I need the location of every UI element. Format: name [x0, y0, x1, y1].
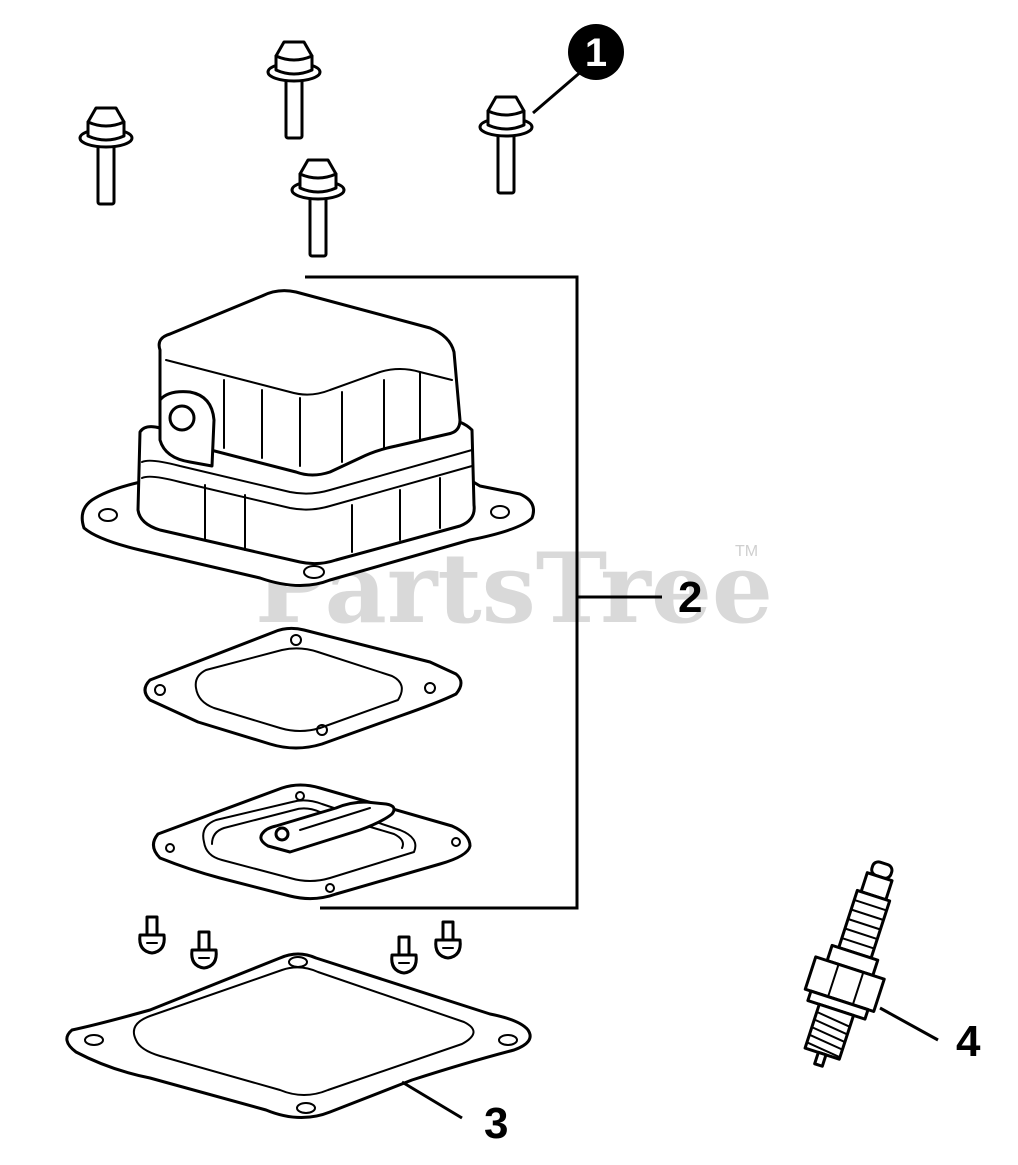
- breather-plate: [152, 783, 472, 901]
- flange-bolt: [290, 158, 346, 258]
- callout-3-leader: [401, 1080, 463, 1120]
- valve-cover: [80, 289, 535, 588]
- flange-bolt: [266, 40, 322, 140]
- flange-bolt: [78, 106, 134, 206]
- callout-3-label: 3: [484, 1099, 508, 1148]
- callout-1-label: 1: [585, 31, 607, 75]
- screw: [434, 920, 462, 960]
- callout-4-leader: [879, 1006, 939, 1042]
- lower-gasket: [65, 952, 532, 1120]
- callout-1-badge: [568, 24, 624, 80]
- spark-plug: [803, 860, 894, 1068]
- valve-cover-gasket: [143, 626, 463, 750]
- callout-2-bracket: [305, 275, 579, 910]
- screw: [138, 915, 166, 955]
- watermark-trademark: TM: [735, 543, 758, 560]
- callout-1-leader: [532, 68, 584, 115]
- callout-4-label: 4: [956, 1017, 981, 1066]
- callout-2-label: 2: [678, 573, 702, 622]
- screw: [190, 930, 218, 970]
- flange-bolt: [478, 95, 534, 195]
- screw: [390, 935, 418, 975]
